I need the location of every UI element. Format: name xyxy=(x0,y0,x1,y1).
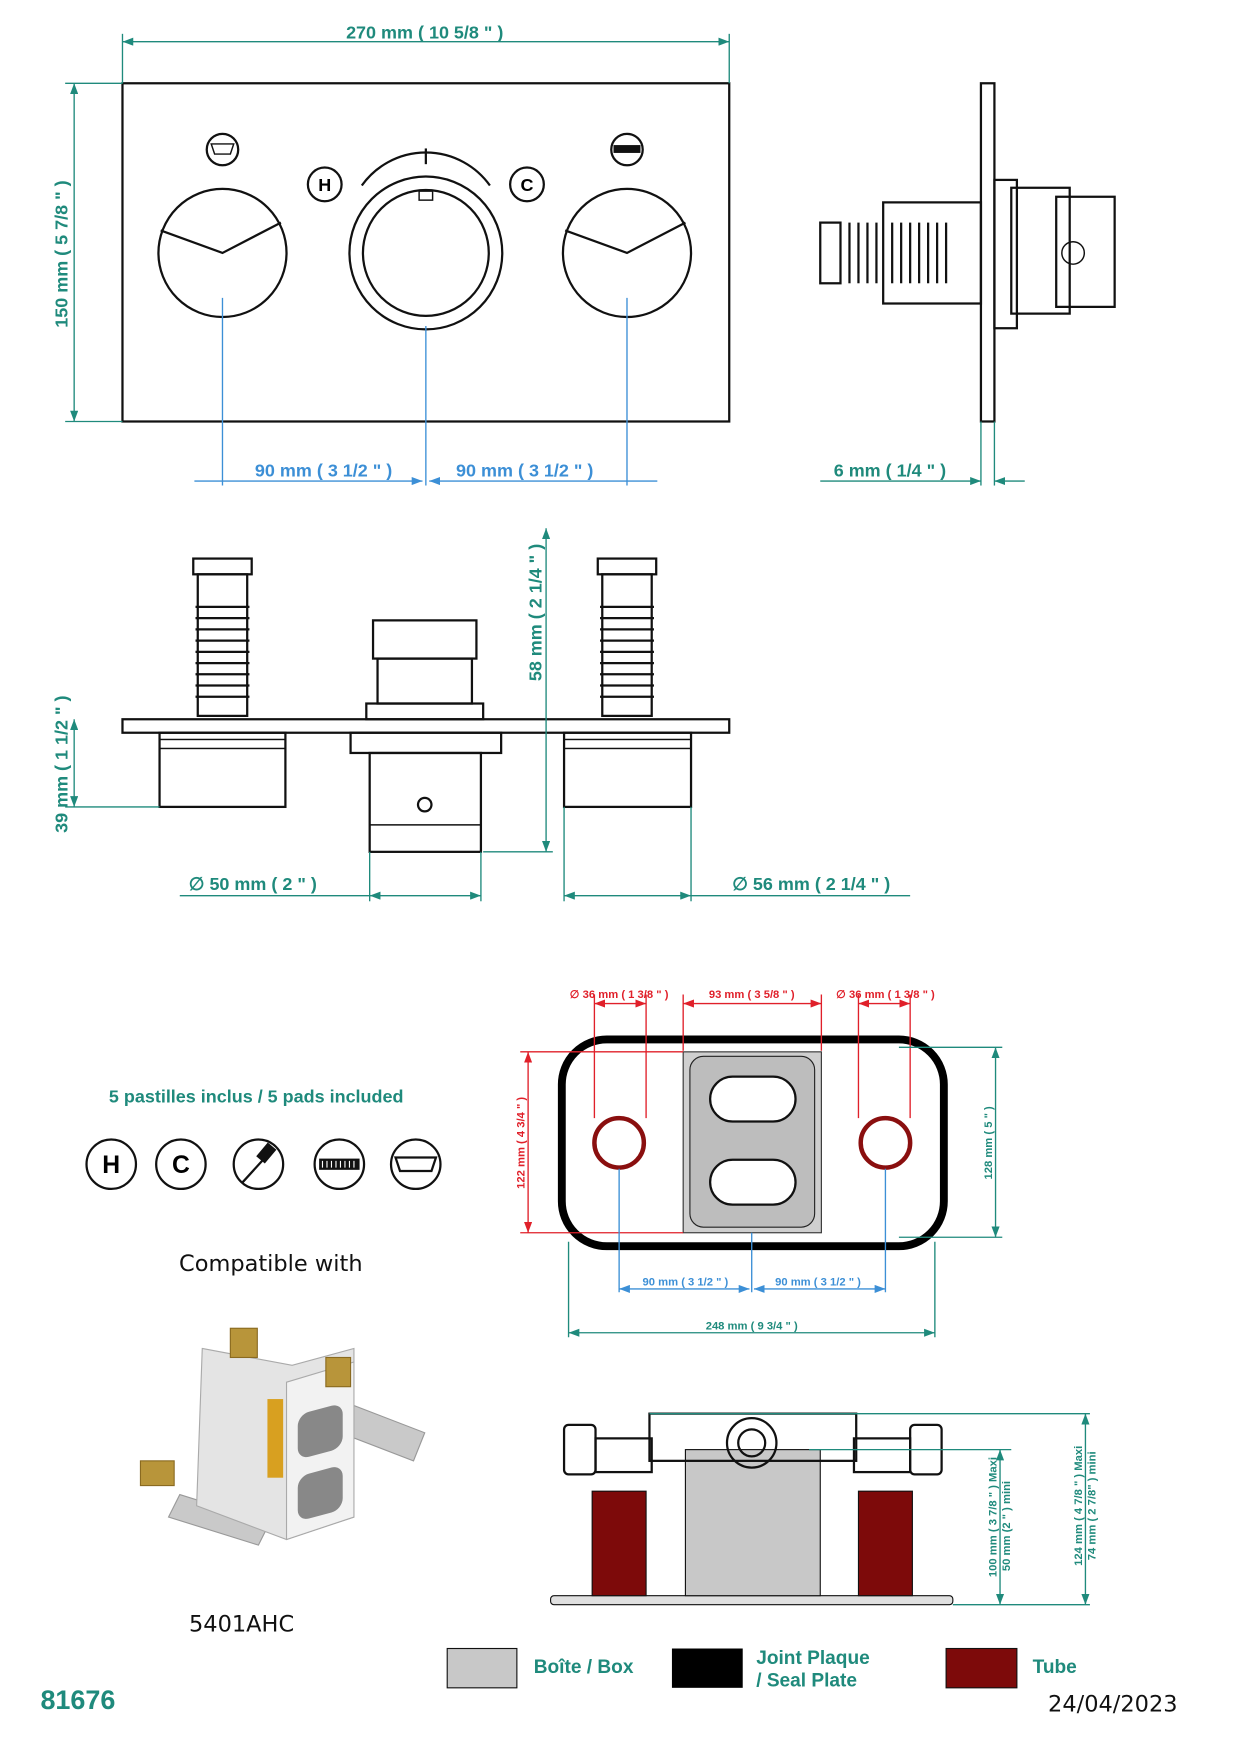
box-spacing-right-label: 90 mm ( 3 1/2 " ) xyxy=(775,1277,861,1289)
legend-label-box: Boîte / Box xyxy=(534,1657,634,1678)
legend-label-seal: Joint Plaque xyxy=(756,1648,870,1669)
legend-swatch-box xyxy=(446,1647,518,1689)
inner-min-label: 50 mm (2 " ) mini xyxy=(1001,1481,1013,1571)
compatible-model: 5401AHC xyxy=(189,1612,294,1638)
hole-right-label: ∅ 36 mm ( 1 3/8 " ) xyxy=(836,989,935,1001)
hole-left-label: ∅ 36 mm ( 1 3/8 " ) xyxy=(570,989,669,1001)
pads-title: 5 pastilles inclus / 5 pads included xyxy=(109,1086,404,1106)
legend: Boîte / Box Joint Plaque / Seal Plate Tu… xyxy=(446,1647,1077,1692)
legend-label-seal-2: / Seal Plate xyxy=(756,1671,857,1692)
side-ribs xyxy=(848,222,948,284)
hot-knob xyxy=(157,187,288,319)
compatible-section: Compatible with 5401AHC xyxy=(139,1251,426,1638)
bathtub-icon xyxy=(205,132,240,167)
svg-text:C: C xyxy=(520,175,533,195)
valve-box-image xyxy=(139,1327,426,1546)
front-view: 270 mm ( 10 5/8 " ) 150 mm ( 5 7/8 " ) H… xyxy=(51,22,731,486)
section-view: 58 mm ( 2 1/4 " ) 39 mm ( 1 1/2 " ) ∅ 50… xyxy=(51,528,911,902)
thickness-dim-label: 6 mm ( 1/4 " ) xyxy=(834,461,946,481)
center-width-label: 93 mm ( 3 5/8 " ) xyxy=(709,989,795,1001)
cold-c-icon: C xyxy=(155,1138,207,1191)
outer-height-label: 128 mm ( 5 " ) xyxy=(983,1106,995,1180)
reference-number: 81676 xyxy=(40,1685,115,1715)
legend-label-tube: Tube xyxy=(1033,1657,1077,1678)
spacing-left-label: 90 mm ( 3 1/2 " ) xyxy=(255,461,392,481)
legend-swatch-seal xyxy=(671,1648,743,1688)
compatible-label: Compatible with xyxy=(179,1251,363,1277)
svg-text:C: C xyxy=(172,1152,190,1179)
spacing-right-label: 90 mm ( 3 1/2 " ) xyxy=(456,461,593,481)
total-width-label: 248 mm ( 9 3/4 " ) xyxy=(706,1320,798,1332)
svg-text:H: H xyxy=(318,175,331,195)
mixer-knob xyxy=(348,148,504,331)
box-top-view: ∅ 36 mm ( 1 3/8 " ) 93 mm ( 3 5/8 " ) ∅ … xyxy=(516,989,1003,1338)
legend-swatch-tube xyxy=(945,1647,1018,1689)
pads-section: 5 pastilles inclus / 5 pads included H C xyxy=(85,1086,442,1191)
recess-dim-label: 39 mm ( 1 1/2 " ) xyxy=(51,696,71,833)
height-dim-label: 150 mm ( 5 7/8 " ) xyxy=(51,180,71,327)
shower-head-icon xyxy=(313,1138,366,1191)
bathtub-icon xyxy=(389,1138,442,1191)
svg-text:H: H xyxy=(102,1152,120,1179)
inner-height-label: 122 mm ( 4 3/4 " ) xyxy=(516,1097,528,1189)
hand-shower-icon xyxy=(232,1138,285,1191)
center-diameter-label: ∅ 50 mm ( 2 " ) xyxy=(189,874,317,894)
side-diameter-label: ∅ 56 mm ( 2 1/4 " ) xyxy=(732,874,890,894)
date: 24/04/2023 xyxy=(1048,1691,1178,1717)
depth-dim-label: 58 mm ( 2 1/4 " ) xyxy=(526,544,546,681)
cold-symbol-icon: C xyxy=(509,166,545,203)
outer-max-label: 124 mm ( 4 7/8 " ) Maxi xyxy=(1073,1446,1085,1566)
side-view: 6 mm ( 1/4 " ) xyxy=(819,82,1116,486)
hot-h-icon: H xyxy=(85,1138,138,1191)
cold-knob xyxy=(561,187,693,319)
tube-ribs xyxy=(195,605,654,698)
outer-min-label: 74 mm ( 2 7/8" ) mini xyxy=(1087,1451,1099,1560)
width-dim-label: 270 mm ( 10 5/8 " ) xyxy=(346,22,503,42)
inner-max-label: 100 mm ( 3 7/8 " ) Maxi xyxy=(988,1457,1000,1577)
hot-symbol-icon: H xyxy=(306,166,343,203)
box-side-view: 100 mm ( 3 7/8 " ) Maxi 50 mm (2 " ) min… xyxy=(550,1412,1099,1606)
shower-head-icon xyxy=(610,132,644,167)
box-spacing-left-label: 90 mm ( 3 1/2 " ) xyxy=(643,1277,729,1289)
